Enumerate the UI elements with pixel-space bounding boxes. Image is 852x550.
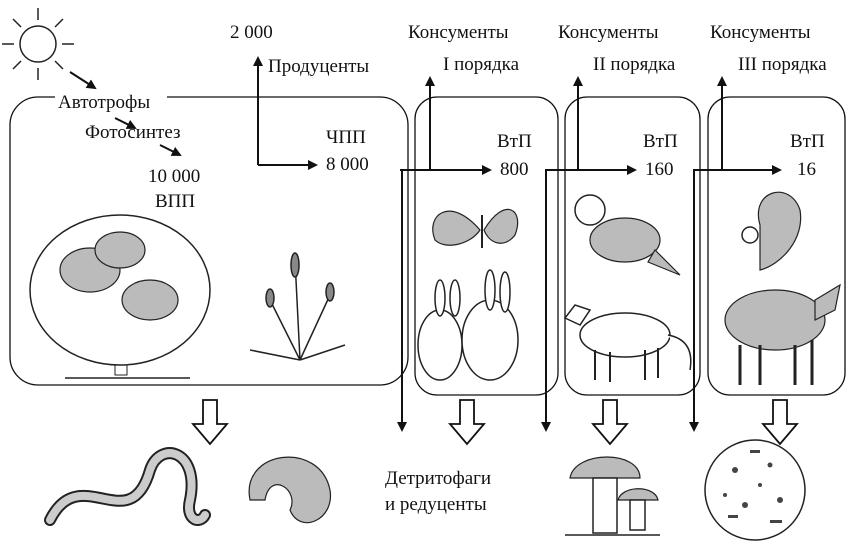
producers-label: Продуценты — [268, 56, 369, 77]
photosynthesis-label: Фотосинтез — [85, 122, 181, 143]
bird-illustration — [574, 194, 681, 276]
larva-illustration — [248, 456, 331, 523]
producers-detritus-arrow — [400, 169, 430, 430]
consumers-2-box — [564, 96, 701, 396]
fox-illustration — [563, 304, 692, 382]
consumers-1-label: ВтП — [497, 131, 532, 152]
consumers-3-title: Консументы — [710, 22, 811, 43]
earthworm-illustration — [44, 447, 211, 526]
consumers-1-title: Консументы — [408, 22, 509, 43]
consumers-3-box — [707, 96, 846, 396]
microorganisms-illustration — [704, 439, 806, 541]
consumers-2-label: ВтП — [643, 131, 678, 152]
detritivores-label-line1: Детритофаги — [385, 468, 491, 489]
consumers-2-title: Консументы — [558, 22, 659, 43]
consumers-3-label: ВтП — [790, 131, 825, 152]
sunlight-arrow — [69, 71, 97, 90]
consumers-2-order: II порядка — [593, 54, 676, 75]
npp-value: 8 000 — [326, 154, 369, 175]
detritivores-label-line2: и редуценты — [385, 494, 487, 515]
producers-decay-arrow — [191, 399, 229, 446]
hares-illustration — [417, 269, 519, 381]
wolf-illustration — [724, 283, 841, 385]
consumers-3-value: 16 — [797, 159, 816, 180]
consumers-2-decay-arrow — [591, 399, 629, 446]
tree-illustration — [29, 214, 211, 379]
butterfly-illustration — [432, 208, 519, 248]
npp-label: ЧПП — [326, 127, 366, 148]
eagle-illustration — [741, 191, 802, 271]
consumers-1-value: 800 — [500, 159, 529, 180]
consumers-1-decay-arrow — [448, 399, 486, 446]
respiration-value: 2 000 — [230, 22, 273, 43]
mushrooms-illustration — [565, 456, 660, 536]
grass-plant-illustration — [249, 252, 346, 361]
consumers-1-box — [414, 96, 559, 396]
producers-box — [9, 96, 409, 386]
consumers-2-value: 160 — [645, 159, 674, 180]
photosynthesis-arrow — [114, 117, 137, 129]
gpp-label: ВПП — [155, 191, 195, 212]
consumers-1-order: I порядка — [443, 54, 520, 75]
gpp-arrow — [159, 144, 182, 156]
consumers-3-decay-arrow — [761, 399, 799, 446]
autotrophs-label: Автотрофы — [58, 92, 150, 113]
gpp-value: 10 000 — [148, 166, 200, 187]
sun-icon — [2, 8, 74, 80]
consumers-3-order: III порядка — [738, 54, 827, 75]
